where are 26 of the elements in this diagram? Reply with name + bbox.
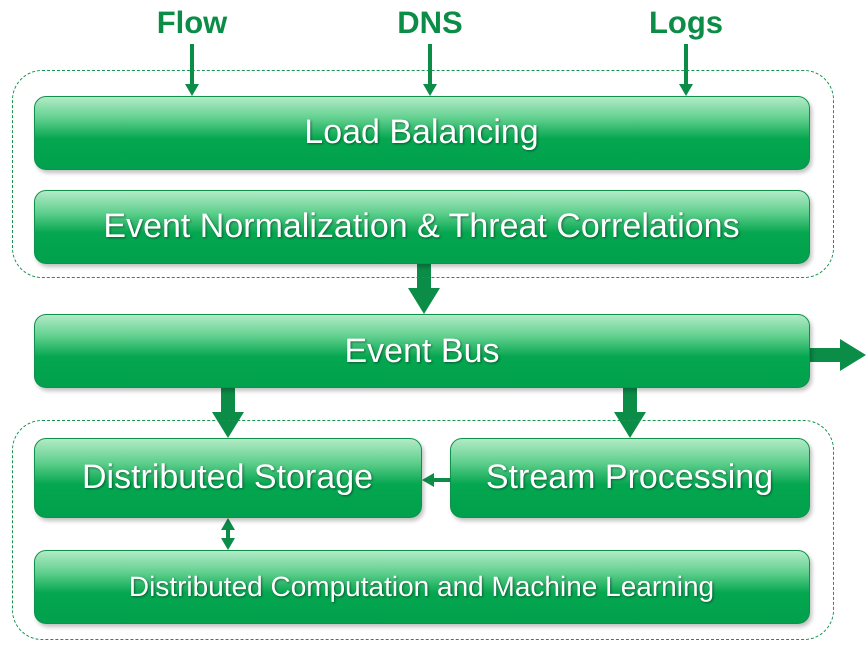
dashed-group-frame (12, 420, 834, 640)
input-label: Logs (648, 5, 724, 41)
arrow (679, 44, 693, 96)
arrow (422, 473, 450, 487)
box-label: Event Normalization & Threat Correlations (103, 207, 740, 246)
arrow (810, 339, 866, 371)
box-label: Event Bus (344, 332, 500, 370)
input-label: Flow (156, 5, 228, 41)
arrow (212, 388, 244, 438)
box-label: Distributed Storage (82, 458, 374, 497)
arrow (423, 44, 437, 96)
arrow (408, 264, 440, 314)
box-label: Load Balancing (304, 113, 539, 152)
box-label: Stream Processing (486, 458, 774, 497)
input-label: DNS (397, 5, 463, 41)
arrow (614, 388, 646, 438)
process-box (450, 438, 810, 518)
process-box (34, 190, 810, 264)
process-box (34, 96, 810, 170)
process-box (34, 550, 810, 624)
arrow (185, 44, 199, 96)
dashed-group-frame (12, 70, 834, 278)
box-label: Distributed Computation and Machine Learning (128, 570, 714, 602)
process-box (34, 438, 422, 518)
process-box (34, 314, 810, 388)
arrow (221, 518, 235, 550)
